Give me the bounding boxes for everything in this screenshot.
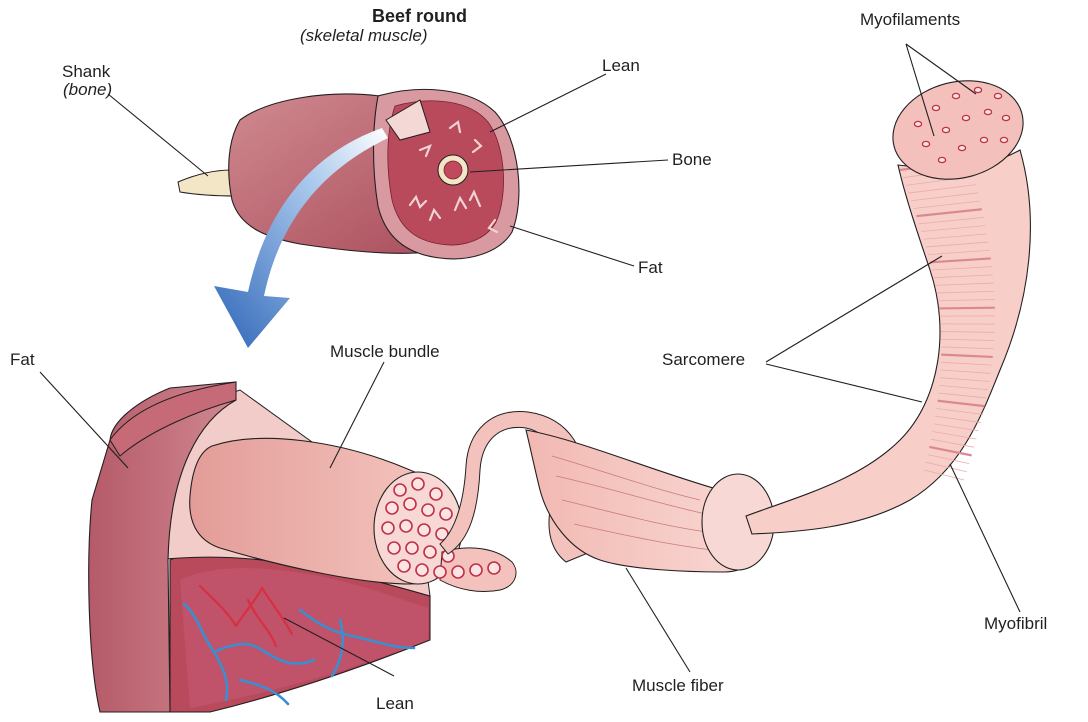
myofilament-end (994, 93, 1001, 98)
muscle-fiber-end (386, 502, 398, 514)
myofilament-end (974, 87, 981, 92)
label-shank: Shank (62, 62, 110, 82)
label-myofibril: Myofibril (984, 614, 1047, 634)
beef-round-cut (178, 89, 519, 258)
muscle-fiber-end (412, 478, 424, 490)
myofilament-end (984, 109, 991, 114)
beef-round-bone-slice (438, 155, 468, 185)
myofilament-end (952, 93, 959, 98)
label-sarcomere: Sarcomere (662, 350, 745, 370)
label-shank-note: (bone) (63, 80, 112, 100)
muscle-fiber-end (416, 564, 428, 576)
muscle-fiber-end (424, 546, 436, 558)
myofilament-end (932, 105, 939, 110)
muscle-fiber-end (470, 564, 482, 576)
label-muscle-fiber: Muscle fiber (632, 676, 724, 696)
diagram-subtitle: (skeletal muscle) (300, 26, 428, 46)
muscle-fiber-end (398, 560, 410, 572)
myofilament-end (914, 121, 921, 126)
muscle-fiber-end (404, 498, 416, 510)
label-myofilaments: Myofilaments (860, 10, 960, 30)
muscle-fiber-end (434, 566, 446, 578)
label-lean-bottom: Lean (376, 694, 414, 714)
myofilament-end (1002, 115, 1009, 120)
muscle-fiber-end (488, 562, 500, 574)
myofilament-end (922, 141, 929, 146)
myofilament-end (938, 157, 945, 162)
muscle-fiber-end (440, 508, 452, 520)
shank-bone (178, 170, 236, 196)
muscle-fiber-end (388, 542, 400, 554)
myofilament-end (1000, 137, 1007, 142)
myofilament-end (958, 145, 965, 150)
myofilament-end (942, 127, 949, 132)
label-muscle-bundle: Muscle bundle (330, 342, 440, 362)
muscle-fiber-end (430, 488, 442, 500)
myofilament-end (962, 115, 969, 120)
label-fat-top: Fat (638, 258, 663, 278)
muscle-fiber-end (382, 522, 394, 534)
muscle-fiber-end (418, 524, 430, 536)
muscle-fiber-end (452, 566, 464, 578)
label-fat-left: Fat (10, 350, 35, 370)
muscle-fiber-end (422, 504, 434, 516)
myofibril (746, 150, 1030, 534)
diagram-title: Beef round (372, 6, 467, 26)
sarcomere-band (939, 308, 995, 309)
muscle-fiber-end (400, 520, 412, 532)
muscle-fiber-end (394, 484, 406, 496)
label-bone: Bone (672, 150, 712, 170)
myofilament-end (980, 137, 987, 142)
muscle-fiber-end (406, 542, 418, 554)
label-lean-top: Lean (602, 56, 640, 76)
